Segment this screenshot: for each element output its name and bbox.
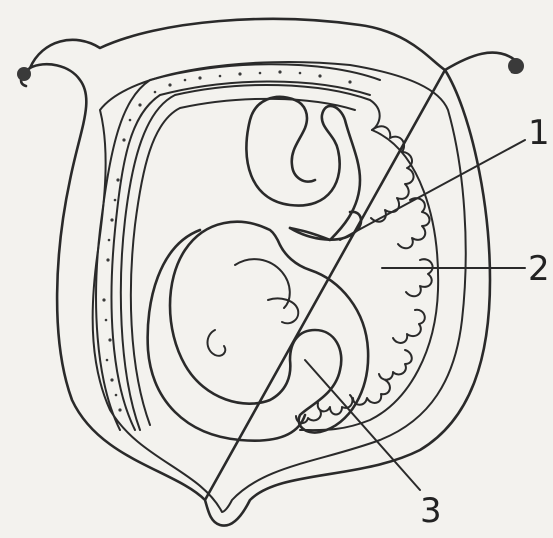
upper-loop [246,97,360,240]
uterus-inner-wall [93,62,466,512]
fetus-outline [170,222,368,433]
label-3: 3 [420,494,442,528]
left-tube-end [17,67,31,81]
label-1: 1 [528,116,550,150]
leader-line-3 [305,360,420,490]
amniotic-sac [148,230,305,441]
fetus-head-line [235,259,290,308]
decidua-stipple [102,70,351,411]
label-2: 2 [528,252,550,286]
placenta-villi [296,126,433,423]
placenta-boundary [300,130,438,430]
fetus-arm [268,298,298,323]
right-tube-end [508,58,524,74]
fetus-ear [208,330,226,356]
